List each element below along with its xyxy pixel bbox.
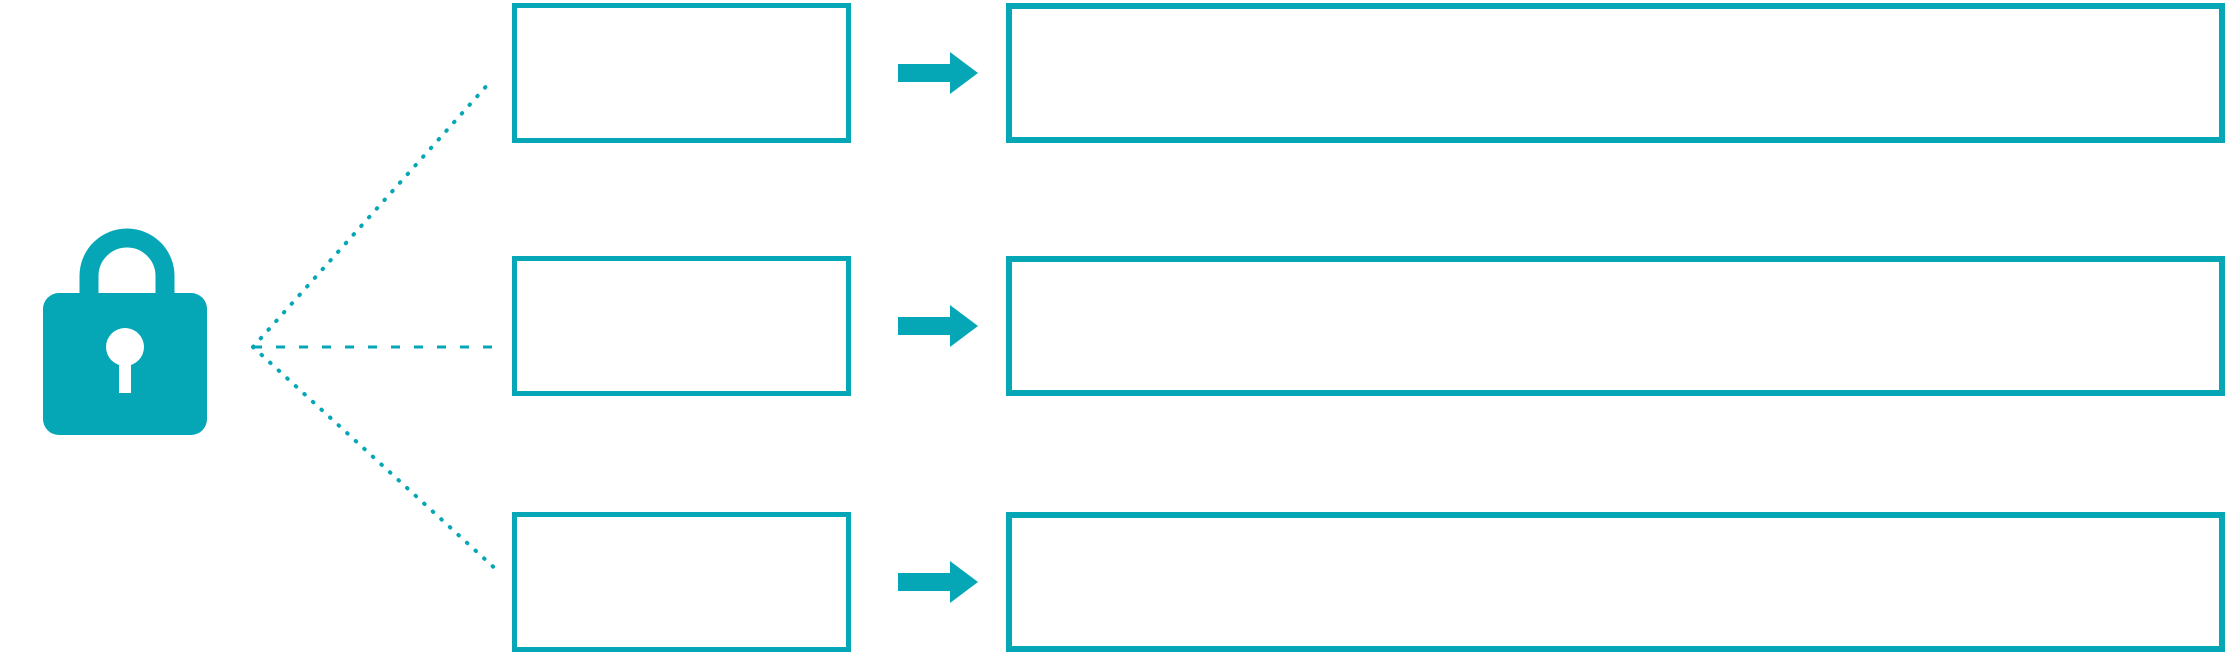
diagram-row-3 xyxy=(0,512,2229,652)
category-box-2 xyxy=(512,256,851,396)
arrow-right-icon xyxy=(898,305,978,347)
diagram-row-1 xyxy=(0,3,2229,143)
arrow-right-icon xyxy=(898,561,978,603)
description-box-2-text xyxy=(1012,262,2219,390)
category-box-3 xyxy=(512,512,851,652)
category-box-1 xyxy=(512,3,851,143)
lock-keyhole-circle xyxy=(106,328,144,366)
description-box-2 xyxy=(1006,256,2225,396)
arrow-right-shape xyxy=(898,305,978,347)
description-box-3 xyxy=(1006,512,2225,652)
arrow-right-shape xyxy=(898,52,978,94)
arrow-right-shape xyxy=(898,561,978,603)
lock-shackle xyxy=(79,228,175,302)
description-box-1-text xyxy=(1012,9,2219,137)
category-box-2-text xyxy=(517,261,846,391)
description-box-1 xyxy=(1006,3,2225,143)
diagram-row-2 xyxy=(0,256,2229,396)
category-box-1-text xyxy=(517,8,846,138)
arrow-right-icon xyxy=(898,52,978,94)
category-box-3-text xyxy=(517,517,846,647)
lock-icon xyxy=(43,228,207,435)
lock-keyhole-stem xyxy=(119,353,131,393)
description-box-3-text xyxy=(1012,518,2219,646)
